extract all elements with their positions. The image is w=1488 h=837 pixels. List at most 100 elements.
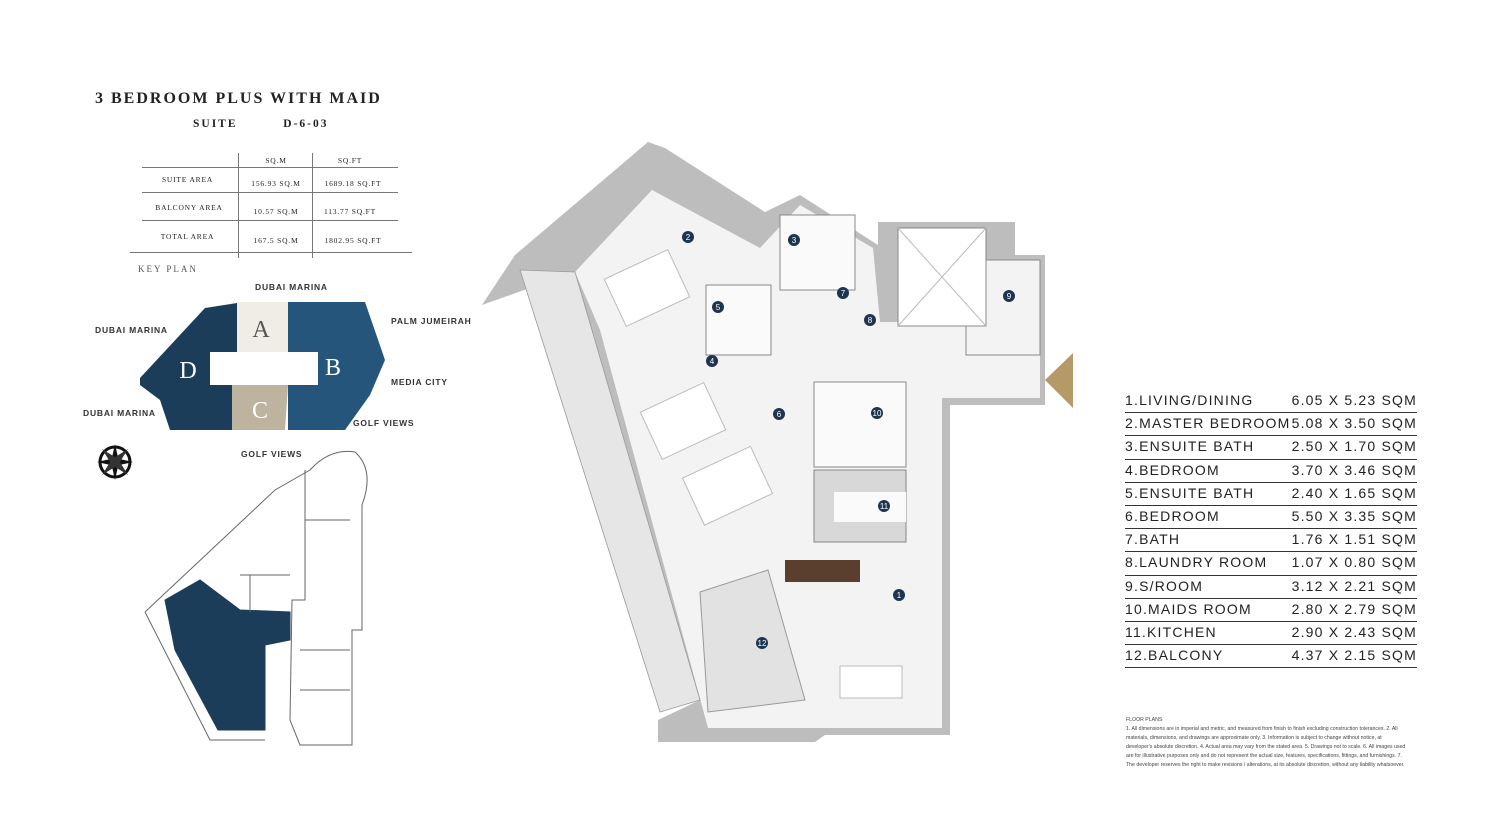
room-size: 5.08 X 3.50 SQM xyxy=(1291,415,1417,432)
room-row: 10.MAIDS ROOM 2.80 X 2.79 SQM xyxy=(1125,599,1417,622)
room-row: 3.ENSUITE BATH 2.50 X 1.70 SQM xyxy=(1125,436,1417,460)
room-marker-label: 11 xyxy=(880,502,889,511)
room-marker-6 xyxy=(773,408,785,420)
room-row: 12.BALCONY 4.37 X 2.15 SQM xyxy=(1125,645,1417,669)
row-label: TOTAL AREA xyxy=(160,232,215,241)
suite-label: SUITE xyxy=(193,118,238,130)
view-label-top: DUBAI MARINA xyxy=(255,282,328,292)
room-marker-label: 6 xyxy=(777,410,782,419)
wing-a xyxy=(237,302,288,352)
room-name: 7.BATH xyxy=(1125,531,1181,548)
room-size: 1.07 X 0.80 SQM xyxy=(1291,554,1417,571)
unit-title: 3 BEDROOM PLUS WITH MAID xyxy=(95,90,382,107)
room-name: 11.KITCHEN xyxy=(1125,623,1217,640)
view-label-left-bottom: DUBAI MARINA xyxy=(83,408,156,418)
column-header-sqm: SQ.M xyxy=(265,156,287,165)
suite-code: D-6-03 xyxy=(283,118,329,130)
room-size: 6.05 X 5.23 SQM xyxy=(1291,392,1417,408)
building-floor-plate xyxy=(144,450,368,746)
room-name: 4.BEDROOM xyxy=(1125,461,1220,478)
bed-6 xyxy=(681,445,774,526)
wing-label-c: C xyxy=(252,398,268,424)
room-row: 4.BEDROOM 3.70 X 3.46 SQM xyxy=(1125,460,1417,483)
room-marker-label: 1 xyxy=(897,591,902,600)
row-label: BALCONY AREA xyxy=(155,203,223,212)
room-marker-9 xyxy=(1003,290,1015,302)
wing-label-a: A xyxy=(252,317,270,343)
room-name: 8.LAUNDRY ROOM xyxy=(1125,554,1268,571)
room-marker-11 xyxy=(878,500,890,512)
main-floor-plan xyxy=(482,142,1073,742)
room-marker-label: 5 xyxy=(716,303,721,312)
room-marker-label: 3 xyxy=(792,236,797,245)
room-marker-4 xyxy=(706,355,718,367)
row-sqft: 1689.18 SQ.FT xyxy=(324,179,382,188)
room-size: 2.90 X 2.43 SQM xyxy=(1291,623,1417,640)
notes-title: FLOOR PLANS xyxy=(1126,717,1163,723)
row-sqft: 1802.95 SQ.FT xyxy=(324,236,382,245)
room-marker-label: 2 xyxy=(686,233,691,242)
wing-label-d: D xyxy=(179,358,196,384)
row-sqft: 113.77 SQ.FT xyxy=(323,207,377,216)
room-marker-label: 10 xyxy=(873,409,882,418)
room-size: 3.12 X 2.21 SQM xyxy=(1291,577,1417,594)
room-row: 11.KITCHEN 2.90 X 2.43 SQM xyxy=(1125,622,1417,646)
window-frame xyxy=(519,269,701,713)
room-size: 2.80 X 2.79 SQM xyxy=(1291,600,1417,617)
room-name: 2.MASTER BEDROOM xyxy=(1125,415,1291,432)
room-marker-label: 8 xyxy=(868,316,873,325)
wing-label-b: B xyxy=(325,355,341,381)
row-sqm: 156.93 SQ.M xyxy=(251,179,301,188)
view-label-right-mid: MEDIA CITY xyxy=(391,377,448,387)
sofa xyxy=(839,665,903,699)
room-row: 7.BATH 1.76 X 1.51 SQM xyxy=(1125,529,1417,553)
room-marker-10 xyxy=(871,407,883,419)
room-marker-2 xyxy=(682,231,694,243)
view-label-right-top: PALM JUMEIRAH xyxy=(391,316,472,326)
entrance-arrow-icon xyxy=(1045,353,1073,408)
unit-d-6-03-highlight xyxy=(164,579,291,731)
wing-d xyxy=(140,303,237,430)
disclaimer-notes: FLOOR PLANS 1. All dimensions are in imp… xyxy=(1126,716,1406,770)
room-row: 8.LAUNDRY ROOM 1.07 X 0.80 SQM xyxy=(1125,552,1417,576)
bed-master xyxy=(603,248,691,328)
view-label-left-top: DUBAI MARINA xyxy=(95,325,168,335)
room-marker-label: 7 xyxy=(841,289,846,298)
wing-b xyxy=(288,302,385,430)
room-marker-3 xyxy=(788,234,800,246)
row-sqm: 10.57 SQ.M xyxy=(253,207,299,216)
room-name: 12.BALCONY xyxy=(1125,647,1224,664)
room-name: 3.ENSUITE BATH xyxy=(1125,438,1255,455)
core xyxy=(210,352,318,385)
key-plan: A B C D xyxy=(140,302,385,430)
room-marker-5 xyxy=(712,301,724,313)
room-name: 10.MAIDS ROOM xyxy=(1125,600,1252,617)
row-sqm: 167.5 SQ.M xyxy=(253,236,299,245)
column-header-sqft: SQ.FT xyxy=(337,156,363,165)
room-row: 9.S/ROOM 3.12 X 2.21 SQM xyxy=(1125,576,1417,599)
room-size: 2.50 X 1.70 SQM xyxy=(1291,438,1417,455)
room-name: 5.ENSUITE BATH xyxy=(1125,484,1255,501)
compass-rose-icon xyxy=(97,444,133,480)
row-label: SUITE AREA xyxy=(161,175,214,184)
notes-text: 1. All dimensions are in imperial and me… xyxy=(1126,726,1406,768)
room-size: 1.76 X 1.51 SQM xyxy=(1291,531,1417,548)
key-plan-label: KEY PLAN xyxy=(138,264,198,274)
room-name: 9.S/ROOM xyxy=(1125,577,1204,594)
bed-4 xyxy=(639,381,727,461)
room-size: 4.37 X 2.15 SQM xyxy=(1291,647,1417,664)
room-marker-12 xyxy=(756,637,768,649)
room-marker-label: 9 xyxy=(1007,292,1012,301)
room-marker-1 xyxy=(893,589,905,601)
room-name: 6.BEDROOM xyxy=(1125,507,1220,524)
room-10-maids xyxy=(813,381,907,468)
wing-c xyxy=(232,385,288,430)
room-size: 3.70 X 3.46 SQM xyxy=(1291,461,1417,478)
